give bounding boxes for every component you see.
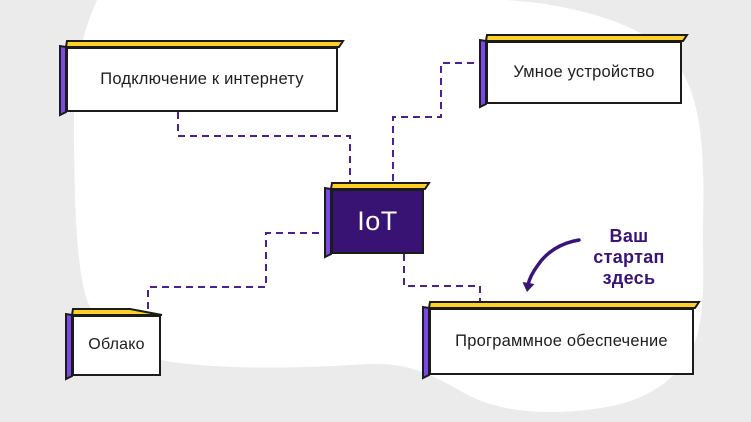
node-software: Программное обеспечение bbox=[429, 308, 694, 375]
your-startup-here-note: Ваш стартап здесь bbox=[593, 226, 665, 288]
connector-device-iot bbox=[392, 62, 486, 183]
node-iot: IoT bbox=[331, 189, 424, 254]
node-smart-device-label: Умное устройство bbox=[513, 63, 655, 82]
node-smart-device: Умное устройство bbox=[486, 41, 682, 104]
node-software-label: Программное обеспечение bbox=[455, 332, 668, 351]
annotation-arrow-head bbox=[522, 282, 535, 292]
connector-iot-software bbox=[403, 254, 481, 302]
node-cloud: Облако bbox=[72, 315, 161, 376]
connector-internet-iot bbox=[177, 112, 351, 183]
node-iot-label: IoT bbox=[357, 205, 398, 236]
annotation-arrow-curve bbox=[526, 238, 581, 287]
node-cloud-label: Облако bbox=[88, 336, 145, 354]
node-internet-connection-label: Подключение к интернету bbox=[100, 70, 304, 89]
connector-iot-cloud bbox=[147, 232, 331, 309]
node-internet-connection: Подключение к интернету bbox=[66, 47, 338, 112]
